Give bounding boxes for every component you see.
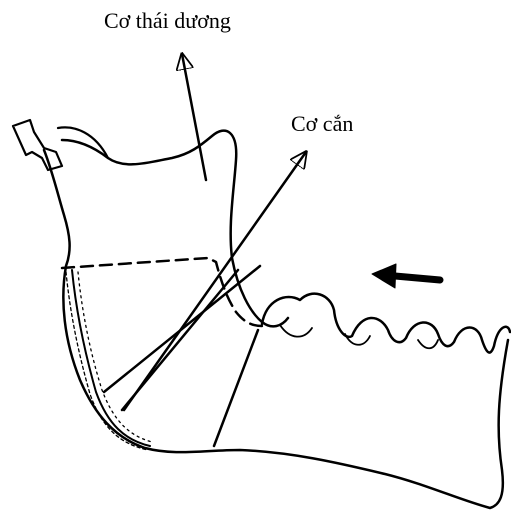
tooth-row	[262, 294, 510, 353]
temporalis-arrow	[182, 54, 206, 180]
masseter-label: Cơ cắn	[291, 111, 353, 137]
mandible-outline	[44, 150, 508, 508]
molar-detail	[280, 325, 438, 348]
masseter-arrow	[124, 152, 306, 410]
ramus-line	[214, 330, 258, 446]
diagonal-line	[122, 270, 238, 410]
cortical-hatching-2	[78, 272, 152, 442]
bold-left-arrow-icon	[372, 264, 440, 288]
temporalis-label: Cơ thái dương	[104, 8, 231, 34]
hollow-arrow-icon	[13, 120, 62, 170]
cortical-band	[72, 270, 150, 446]
lower-diagonal	[104, 266, 260, 392]
dashed-region	[62, 258, 262, 326]
coronoid-outline	[62, 131, 288, 327]
